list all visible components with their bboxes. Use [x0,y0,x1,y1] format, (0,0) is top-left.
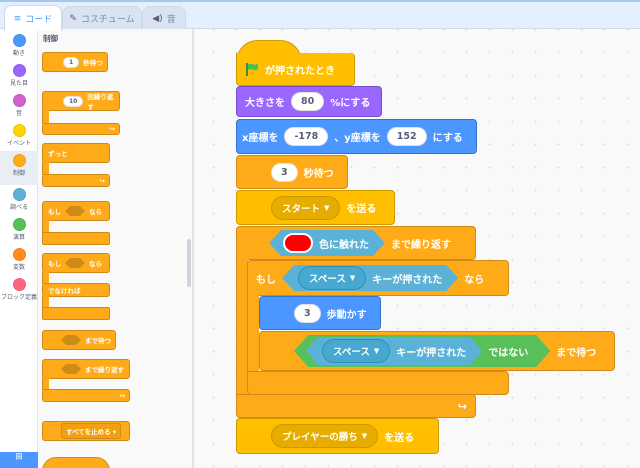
palette-forever-bottom: ↪ [42,174,110,187]
palette-forever-block[interactable]: ずっと [42,143,110,163]
green-flag-icon [245,62,259,76]
palette-section-title: 制御 [43,34,58,43]
chevron-down-icon: ▼ [361,432,368,440]
broadcast-message-dropdown[interactable]: プレイヤーの勝ち▼ [271,424,379,448]
ifelse-arm-top [42,272,49,284]
category-operators[interactable]: 演算 [0,215,38,253]
palette-ifelse-block[interactable]: もし なら [42,253,110,273]
palette-repeat-until-block[interactable]: まで繰り返す [42,359,130,379]
palette-repeat-until-bottom: ↪ [42,389,130,402]
palette-repeat-bottom: ↪ [42,123,120,135]
extension-icon: ⊞ [15,452,23,462]
code-icon: ≡ [13,13,22,24]
condition-slot[interactable] [65,258,85,268]
category-control[interactable]: 制御 [0,151,38,185]
palette-ifelse-bottom [42,307,110,320]
palette-hat-block-partial[interactable] [42,457,110,468]
category-menu: 動き 見た目 音 イベント 制御 調べる 演算 変数 ブロック定義 [0,29,38,468]
palette-repeat-block[interactable]: 10 回繰り返す [42,91,120,111]
condition-slot[interactable] [65,206,85,216]
loop-arrow-icon: ↪ [119,391,125,400]
move-steps-block[interactable]: 3 歩動かす [259,296,381,330]
key-dropdown[interactable]: スペース▼ [298,266,366,290]
repeat-until-arm [42,378,49,390]
brush-icon: ✎ [69,13,77,24]
category-looks[interactable]: 見た目 [0,61,38,99]
forever-arm [42,162,49,175]
goto-xy-block[interactable]: x座標を -178 、y座標を 152 にする [236,119,477,154]
tab-sounds[interactable]: ◀) 音 [142,6,186,30]
stop-option-dropdown[interactable]: すべてを止める ▾ [61,423,122,439]
key-dropdown[interactable]: スペース▼ [322,339,390,363]
repeat-until-arm [236,259,248,397]
chevron-down-icon: ▼ [349,274,356,282]
steps-input[interactable]: 3 [294,303,321,323]
repeat-arm [42,110,49,124]
loop-arrow-icon: ↪ [457,399,467,413]
motion-dot-icon [12,34,26,47]
palette-wait-block[interactable]: 1 秒待つ [42,52,108,72]
if-arm [247,295,259,372]
not-operator[interactable]: スペース▼ キーが押された ではない [294,335,550,367]
palette-stop-block[interactable]: すべてを止める ▾ [42,421,130,441]
tab-costumes[interactable]: ✎ コスチューム [62,6,142,30]
palette-if-bottom [42,232,110,245]
color-swatch[interactable] [283,233,313,253]
block-palette: 制御 1 秒待つ 10 回繰り返す ↪ ずっと ↪ もし なら もし なら でな… [38,29,193,468]
ifelse-arm-bottom [42,296,49,308]
palette-if-block[interactable]: もし なら [42,201,110,221]
wait-block[interactable]: 3 秒待つ [236,155,348,189]
operators-dot-icon [12,218,26,231]
touching-color-condition[interactable]: 色に触れた [269,230,385,256]
sensing-dot-icon [12,188,26,201]
myblocks-dot-icon [12,278,26,291]
y-input[interactable]: 152 [386,127,427,146]
speaker-icon: ◀) [152,13,163,24]
palette-scrollbar[interactable] [187,239,191,287]
category-variables[interactable]: 変数 [0,245,38,283]
category-sensing[interactable]: 調べる [0,185,38,223]
loop-arrow-icon: ↪ [99,176,105,185]
repeat-until-block[interactable]: 色に触れた まで繰り返す [236,226,476,260]
key-pressed-condition[interactable]: スペース▼ キーが押された [306,337,482,365]
x-input[interactable]: -178 [284,127,329,146]
condition-slot[interactable] [61,335,81,345]
palette-wait-until-block[interactable]: まで待つ [42,330,116,350]
condition-slot[interactable] [61,364,81,374]
wait-seconds-input[interactable]: 3 [271,162,298,182]
variables-dot-icon [12,248,26,261]
size-input[interactable]: 80 [291,92,325,111]
category-sound[interactable]: 音 [0,91,38,129]
key-pressed-condition[interactable]: スペース▼ キーが押された [282,265,458,291]
broadcast-message-dropdown[interactable]: スタート▼ [271,195,341,220]
control-dot-icon [12,154,26,167]
chevron-down-icon: ▼ [324,203,330,212]
looks-dot-icon [12,64,26,77]
sound-dot-icon [12,94,26,107]
broadcast-start-block[interactable]: スタート▼ を送る [236,190,395,225]
wait-seconds-input[interactable]: 1 [63,56,80,68]
wait-until-block[interactable]: スペース▼ キーが押された ではない まで待つ [259,331,615,371]
repeat-until-bottom: ↪ [236,394,476,418]
broadcast-winner-block[interactable]: プレイヤーの勝ち▼ を送る [236,418,439,454]
editor-tabs: ≡ コード ✎ コスチューム ◀) 音 [0,2,640,31]
events-dot-icon [12,124,26,137]
category-my-blocks[interactable]: ブロック定義 [0,275,38,319]
category-motion[interactable]: 動き [0,31,38,69]
palette-else-label: でなければ [42,283,110,297]
add-extension-button[interactable]: ⊞ [0,452,38,468]
loop-arrow-icon: ↪ [109,125,115,133]
if-arm [42,220,49,233]
if-key-pressed-block[interactable]: もし スペース▼ キーが押された なら [247,260,509,296]
if-block-bottom [247,371,509,395]
when-flag-clicked-block[interactable]: が押されたとき [236,53,355,86]
chevron-down-icon: ▼ [373,347,380,355]
category-events[interactable]: イベント [0,121,38,159]
repeat-count-input[interactable]: 10 [63,95,84,107]
set-size-block[interactable]: 大きさを 80 %にする [236,86,382,117]
top-border [0,0,640,2]
tab-code[interactable]: ≡ コード [4,5,62,31]
